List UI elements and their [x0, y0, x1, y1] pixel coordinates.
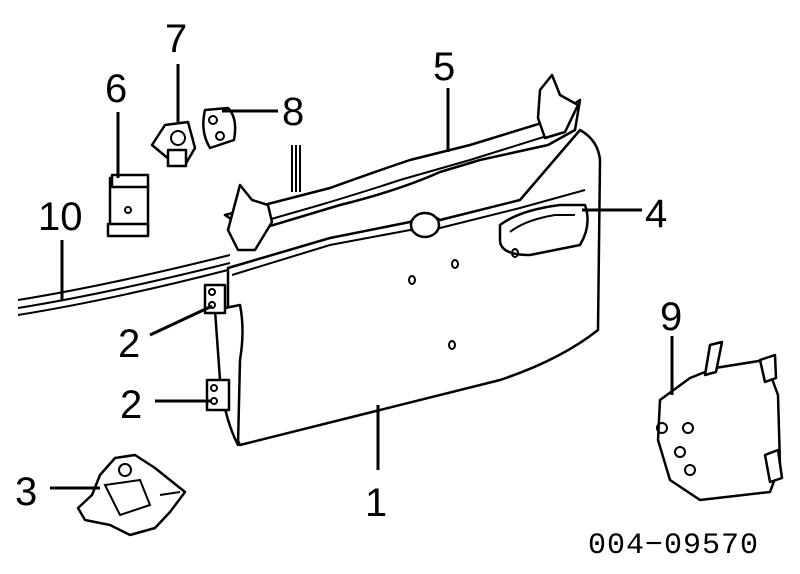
diagram-id: 004−09570: [588, 529, 759, 563]
leader-line-2a: [149, 304, 213, 337]
callout-10: 10: [38, 195, 83, 239]
callout-2-lower: 2: [120, 383, 142, 427]
callout-1: 1: [365, 481, 387, 525]
upper-rail-part: [223, 73, 582, 252]
callout-7: 7: [165, 17, 187, 61]
callout-4: 4: [645, 192, 667, 236]
callout-6: 6: [105, 67, 127, 111]
callout-8: 8: [282, 90, 304, 134]
liftgate-panel-part: [213, 128, 602, 447]
bracket-part: [106, 173, 150, 238]
callout-9: 9: [660, 295, 682, 339]
callout-3: 3: [15, 470, 37, 514]
latch-part: [76, 453, 187, 537]
lamp-bracket-part: [656, 340, 784, 502]
hinge-lower-part: [205, 378, 231, 412]
callout-2-upper: 2: [118, 322, 140, 366]
striker-part: [150, 120, 197, 168]
callout-5: 5: [433, 45, 455, 89]
weatherstrip-part: [17, 254, 231, 316]
shim-plate-part: [202, 106, 237, 150]
